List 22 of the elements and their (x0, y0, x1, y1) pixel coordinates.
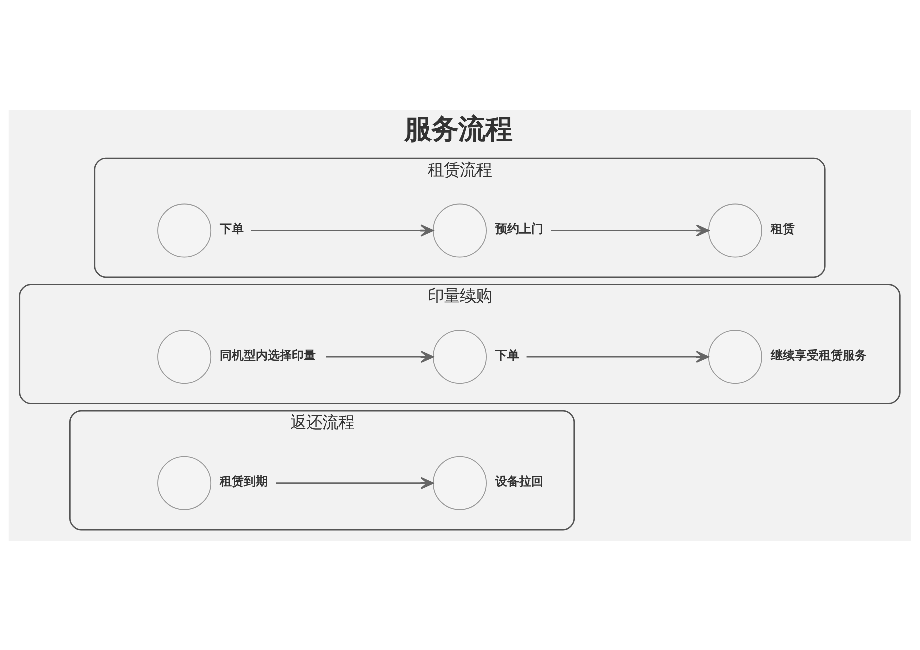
arrow (326, 350, 434, 363)
node-label: 继续享受租赁服务 (771, 348, 868, 362)
node-label: 下单 (220, 221, 244, 236)
node-label: 下单 (496, 348, 520, 362)
arrow (552, 224, 710, 236)
diagram-title: 服务流程 (404, 114, 513, 145)
node-circle (708, 330, 762, 384)
node-circle (433, 456, 487, 510)
node-label: 租赁到期 (220, 474, 268, 488)
node-circle (433, 203, 487, 258)
node-circle (158, 330, 212, 384)
node-circle (158, 456, 212, 510)
node-label: 设备拉回 (496, 474, 544, 488)
arrow (251, 224, 434, 236)
node-label: 预约上门 (496, 221, 544, 236)
arrow (276, 476, 434, 489)
node-label: 同机型内选择印量 (220, 348, 316, 362)
node-label: 租赁 (771, 221, 796, 236)
node-circle (433, 330, 487, 384)
node-circle (158, 203, 212, 258)
arrow (526, 350, 710, 363)
node-circle (708, 203, 762, 258)
